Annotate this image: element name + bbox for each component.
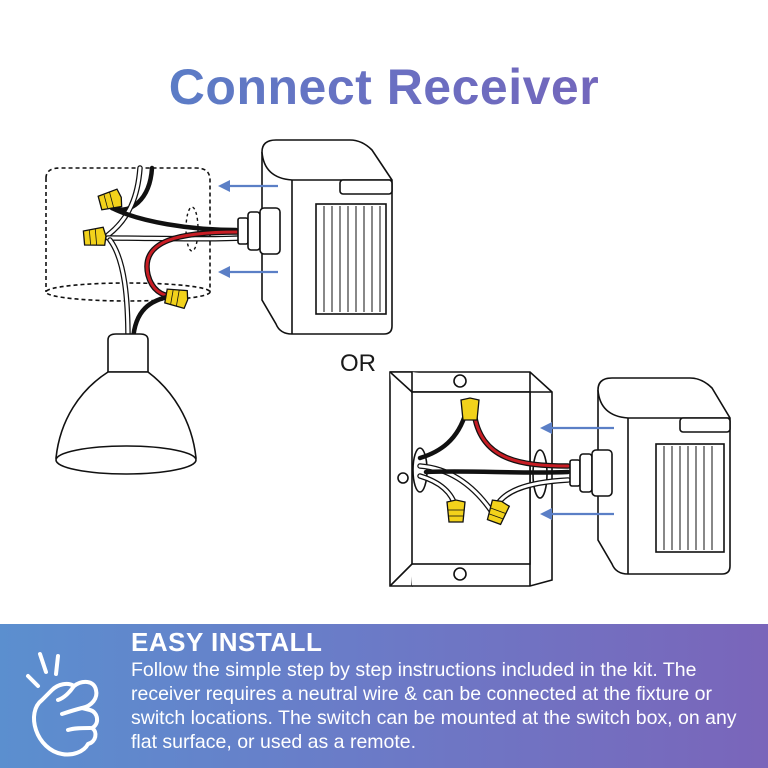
page-title: Connect Receiver: [0, 58, 768, 116]
wire-nuts-top: [82, 188, 189, 310]
switch-box-wires: [417, 409, 571, 515]
snap-fingers-hand-icon: [26, 652, 99, 757]
switch-box: [389, 371, 553, 587]
receiver-unit-top: [237, 139, 393, 335]
ceiling-box-wires: [105, 165, 243, 343]
arrows-top: [218, 180, 278, 278]
wiring-diagram: [45, 139, 731, 587]
banner-heading: EASY INSTALL: [131, 627, 323, 657]
receiver-unit-bottom: [569, 377, 731, 575]
or-label: OR: [340, 350, 376, 377]
arrows-bottom: [540, 422, 614, 520]
wire-nuts-bottom: [446, 397, 511, 526]
banner-body: Follow the simple step by step instructi…: [131, 659, 737, 753]
pendant-lamp: [55, 333, 197, 475]
easy-install-banner: EASY INSTALL Follow the simple step by s…: [0, 624, 768, 768]
